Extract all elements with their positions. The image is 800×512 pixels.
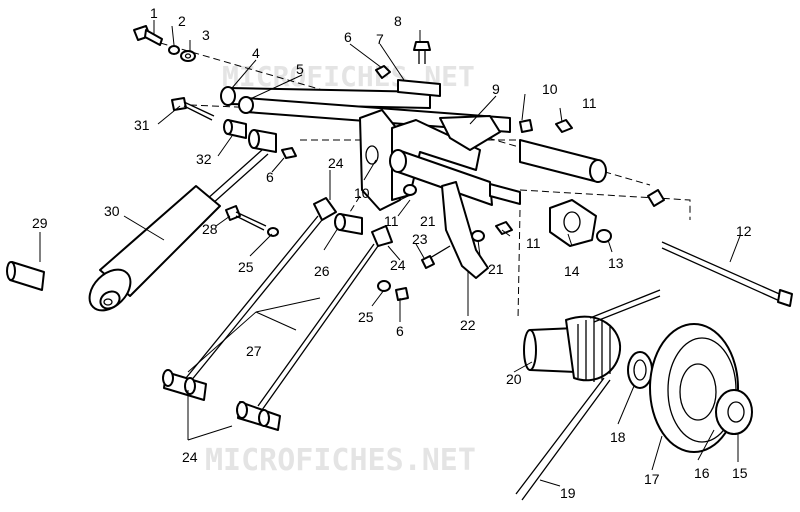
- slide-block: [549, 199, 597, 247]
- callout-29: 29: [32, 215, 48, 231]
- callout-19: 19: [560, 485, 576, 501]
- spacer-ring: [627, 351, 653, 389]
- callout-9: 9: [492, 81, 500, 97]
- callout-8: 8: [394, 13, 402, 29]
- bolt: [421, 255, 435, 269]
- callout-17: 17: [644, 471, 660, 487]
- carriage-bolt: [413, 41, 431, 51]
- nut: [519, 119, 533, 133]
- callout-10: 10: [542, 81, 558, 97]
- shock-absorber: [88, 149, 269, 312]
- callout-5: 5: [296, 61, 304, 77]
- watermark-bottom: MICROFICHES.NET: [205, 443, 476, 478]
- callout-16: 16: [694, 465, 710, 481]
- callout-27: 27: [246, 343, 262, 359]
- callout-21-b: 21: [488, 261, 504, 277]
- idler-wheel: [649, 323, 739, 453]
- callout-11: 11: [582, 95, 597, 111]
- callout-23: 23: [412, 231, 428, 247]
- leader-lines: [39, 20, 741, 487]
- long-bolt: [661, 241, 793, 307]
- washer: [403, 184, 417, 196]
- callout-24-mid: 24: [390, 257, 406, 273]
- callout-26: 26: [314, 263, 330, 279]
- washer: [377, 280, 391, 292]
- washer: [168, 45, 180, 55]
- callout-6-c: 6: [396, 323, 404, 339]
- callout-31: 31: [134, 117, 150, 133]
- washer: [471, 230, 485, 242]
- callout-21-top: 21: [420, 213, 436, 229]
- callout-4: 4: [252, 45, 260, 61]
- callout-22: 22: [460, 317, 476, 333]
- limiter-plate: [441, 181, 489, 279]
- callout-12: 12: [736, 223, 752, 239]
- callout-25: 25: [238, 259, 254, 275]
- callout-3: 3: [202, 27, 210, 43]
- shock-mount-bolt: [171, 97, 215, 121]
- spacer: [397, 79, 441, 97]
- bolt: [225, 205, 267, 231]
- callout-32: 32: [196, 151, 212, 167]
- torsion-spring: [515, 289, 661, 501]
- callout-10-b: 10: [354, 185, 370, 201]
- nut: [395, 287, 409, 301]
- nut: [281, 147, 297, 159]
- callout-15: 15: [732, 465, 748, 481]
- callout-30: 30: [104, 203, 120, 219]
- callout-25-b: 25: [358, 309, 374, 325]
- link-rods: [162, 197, 393, 431]
- callout-11-b: 11: [384, 213, 399, 229]
- lock-nut: [495, 221, 513, 235]
- callout-28: 28: [202, 221, 218, 237]
- wheel-hub: [715, 389, 753, 435]
- callout-11-c: 11: [526, 235, 541, 251]
- callout-labels: 1 2 3 4 5 6 7 8 9 10 11 31 32 6 24 10 11…: [32, 5, 752, 501]
- callout-24-bottom: 24: [182, 449, 198, 465]
- flat-washer: [180, 50, 196, 62]
- callout-14: 14: [564, 263, 580, 279]
- callout-13: 13: [608, 255, 624, 271]
- bolt: [133, 25, 163, 46]
- callout-6: 6: [344, 29, 352, 45]
- callout-1: 1: [150, 5, 158, 21]
- arm-bracket: [359, 109, 501, 211]
- nut: [647, 189, 665, 207]
- callout-7: 7: [376, 31, 384, 47]
- washer: [267, 227, 279, 237]
- washer: [596, 229, 612, 243]
- callout-20: 20: [506, 371, 522, 387]
- callout-18: 18: [610, 429, 626, 445]
- lock-nut: [555, 119, 573, 133]
- callout-6-b: 6: [266, 169, 274, 185]
- front-pivot-shaft: [389, 149, 521, 206]
- callout-2: 2: [178, 13, 186, 29]
- callout-24-top: 24: [328, 155, 344, 171]
- rear-shaft: [519, 139, 607, 183]
